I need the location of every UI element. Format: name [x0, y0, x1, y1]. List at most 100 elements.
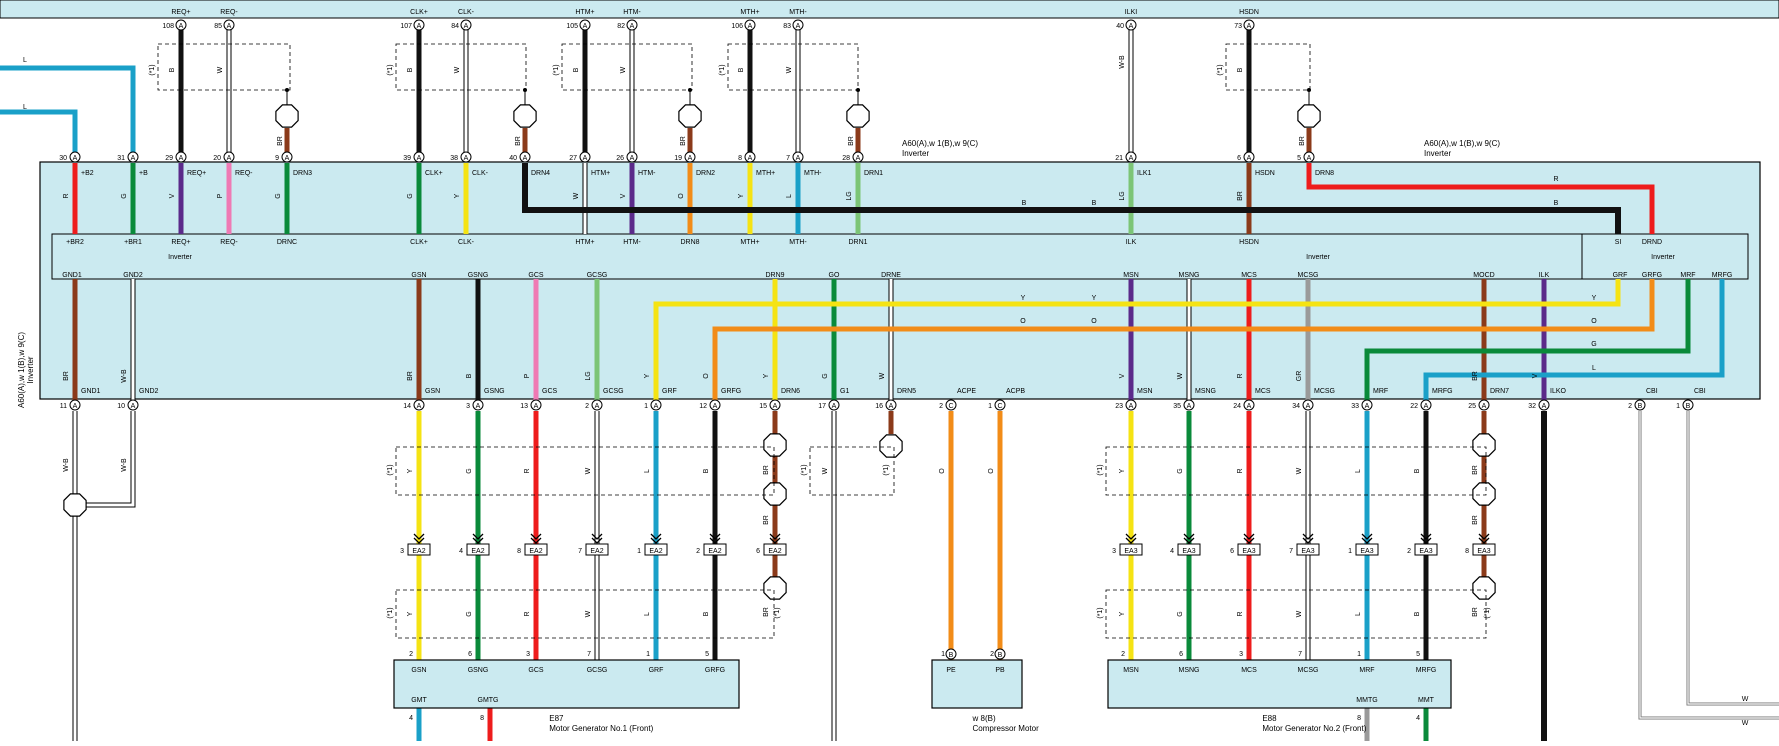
header-pin-circle-letter: A: [1129, 23, 1134, 30]
inverter-bottom-pin-number: 1: [988, 403, 992, 410]
header-pin-circle-letter: A: [1247, 23, 1252, 30]
inner-top-label: REQ+: [171, 239, 190, 246]
drn7-color: BR: [1472, 607, 1479, 617]
inverter-bottom-signal: MSNG: [1195, 388, 1216, 395]
inverter-top-signal: HSDN: [1255, 170, 1275, 177]
inner-top-label: DRN8: [680, 239, 699, 246]
inverter-bottom-pin-letter: A: [1129, 403, 1134, 410]
drain-shield-ground: [1297, 104, 1321, 128]
header-wire-color-label: W: [454, 66, 461, 73]
inverter-top-signal: MTH+: [756, 170, 775, 177]
mg1-pin-number: 5: [705, 651, 709, 658]
mg1-box: [393, 659, 740, 709]
inverter-bottom-pin: [1361, 399, 1373, 411]
top-shield-box: [157, 43, 291, 91]
inverter-top-pin: [1303, 151, 1315, 163]
gnd-wire-color: W-B: [63, 458, 70, 472]
connector-ea2-box: [703, 543, 727, 556]
inverter-bottom-pin-letter: A: [417, 403, 422, 410]
bus-label: R: [1553, 176, 1558, 183]
connector-ea3-chevron: [1183, 533, 1195, 540]
inverter-top-pin-number: 27: [569, 155, 577, 162]
inner-top-label: HTM-: [623, 239, 641, 246]
header-signal-label: REQ+: [171, 9, 190, 16]
connector-ea2-chevron: [769, 537, 781, 544]
inner-bottom-label: GSN: [411, 272, 426, 279]
shield-junction: [523, 88, 527, 92]
inner-top-label: DRN1: [848, 239, 867, 246]
inverter-top-pin-number: 9: [275, 155, 279, 162]
inverter-bottom-pin: [1183, 399, 1195, 411]
inner-bottom-label: MSNG: [1179, 272, 1200, 279]
inverter-bottom-wire-color: W: [1177, 372, 1184, 379]
inverter-top-pin-number: 7: [786, 155, 790, 162]
mg1-wire-color: B: [703, 611, 710, 616]
connector-ea2-chevron: [530, 537, 542, 544]
header-pin-circle: [175, 19, 187, 31]
inverter-bottom-pin-letter: A: [832, 403, 837, 410]
mg1-wire-color: R: [524, 611, 531, 616]
mg2-signal: MRFG: [1416, 667, 1437, 674]
compressor-pin-circle-letter: B: [949, 652, 954, 659]
internal-wire-color: G: [121, 193, 128, 198]
mg1-wire-color: W: [585, 610, 592, 617]
inverter-bottom-pin-number: 1: [1676, 403, 1680, 410]
inverter-bottom-pin: [530, 399, 542, 411]
mg2-box: [1107, 659, 1452, 709]
inner-bottom-label: MOCD: [1473, 272, 1494, 279]
connector-ea3-name: EA3: [1242, 548, 1255, 555]
compressor-name: Compressor Motor: [973, 724, 1040, 733]
bus-label: B: [1022, 200, 1027, 207]
inner-bottom-label: DRNE: [881, 272, 901, 279]
header-wire-color-label: B: [169, 67, 176, 72]
mg2-bottom-signal: MMT: [1418, 697, 1435, 704]
connector-ea3-chevron: [1183, 537, 1195, 544]
internal-wire-color: G: [407, 193, 414, 198]
inner-block-name: Inverter: [1651, 254, 1675, 261]
mg1-signal: GSN: [411, 667, 426, 674]
inverter-top-pin-letter: A: [1129, 155, 1134, 162]
connector-ea3-name: EA3: [1360, 548, 1373, 555]
connector-ea3-pin: 4: [1170, 548, 1174, 555]
inverter-bottom-signal: ACPB: [1006, 388, 1025, 395]
drn7-shield-ground: [1472, 433, 1496, 457]
inverter-bottom-pin-letter: A: [889, 403, 894, 410]
header-pin-circle: [1243, 19, 1255, 31]
header-signal-label: CLK-: [458, 9, 475, 16]
inverter-bottom-pin-letter: C: [997, 403, 1002, 410]
inverter-bottom-pin-number: 1: [644, 403, 648, 410]
connector-ea3-box: [1119, 543, 1143, 556]
mg2-bottom-signal: MMTG: [1356, 697, 1377, 704]
inner-bottom-label: MRF: [1680, 272, 1695, 279]
shield-junction: [688, 88, 692, 92]
inverter-bottom-pin-number: 15: [759, 403, 767, 410]
mg2-wire-color: L: [1355, 469, 1362, 473]
inverter-name-2: Inverter: [1424, 149, 1451, 158]
header-pin-circle: [626, 19, 638, 31]
drn6-shield-ground: [763, 482, 787, 506]
header-pin-circle: [792, 19, 804, 31]
inverter-top-pin-letter: A: [856, 155, 861, 162]
inner-bottom-label: GCS: [528, 272, 544, 279]
inverter-bottom-pin: [945, 399, 957, 411]
shield-note: (*1): [387, 464, 394, 475]
inverter-bottom-wire-color: W-B: [121, 369, 128, 383]
inverter-bottom-pin: [650, 399, 662, 411]
inverter-bottom-pin-number: 25: [1468, 403, 1476, 410]
inner-bottom-label: GRF: [1613, 272, 1628, 279]
internal-wire-color: G: [275, 193, 282, 198]
inverter-top-signal: CLK-: [472, 170, 489, 177]
mg1-pin-number: 1: [646, 651, 650, 658]
connector-ea2-name: EA2: [768, 548, 781, 555]
inverter-bottom-wire-color: BR: [1472, 371, 1479, 381]
mg2-pin-number: 6: [1179, 651, 1183, 658]
drn5-shield-box: [809, 446, 895, 496]
connector-ea3-box: [1472, 543, 1496, 556]
drain-color-label: BR: [1299, 136, 1306, 146]
header-pin-circle-letter: A: [583, 23, 588, 30]
inverter-top-pin-number: 6: [1237, 155, 1241, 162]
shield-junction: [856, 88, 860, 92]
inverter-top-pin-letter: A: [179, 155, 184, 162]
inverter-bottom-pin-letter: A: [1424, 403, 1429, 410]
inverter-top-pin-number: 19: [674, 155, 682, 162]
